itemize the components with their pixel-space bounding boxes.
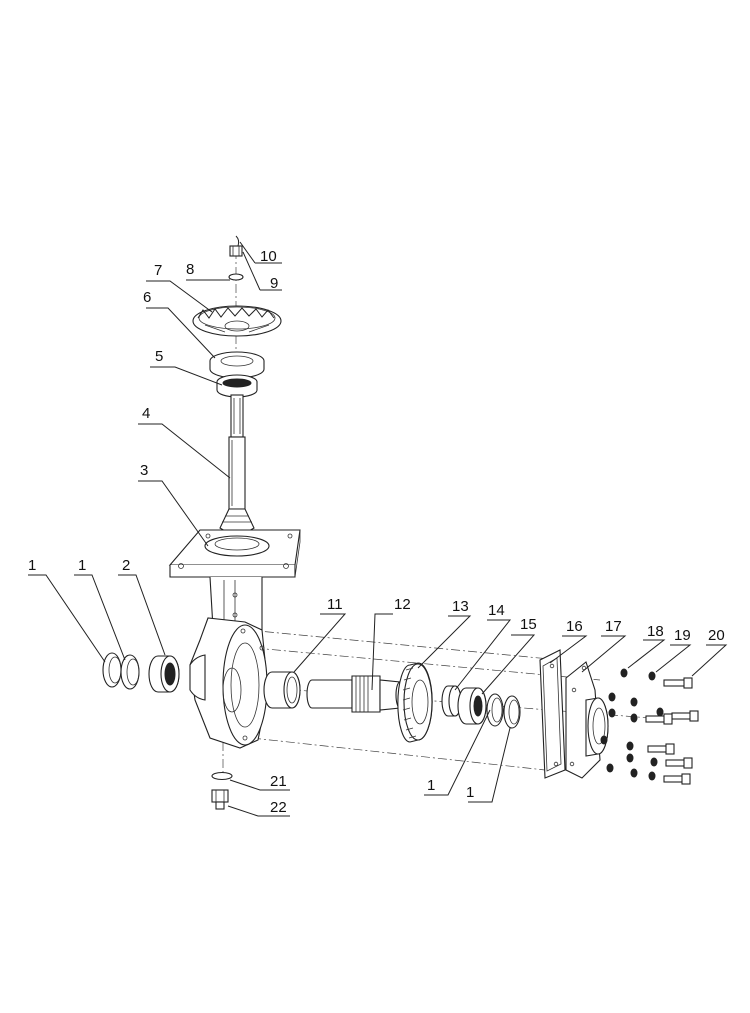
label-10: 10 xyxy=(260,248,277,265)
label-1-left-b: 1 xyxy=(78,557,86,574)
part-1-seal-right-a xyxy=(486,693,504,727)
part-8-washer xyxy=(228,273,244,281)
part-10-split-pin xyxy=(235,235,240,247)
label-22: 22 xyxy=(270,799,287,816)
label-21: 21 xyxy=(270,773,287,790)
label-8: 8 xyxy=(186,261,194,278)
label-1-left-a: 1 xyxy=(28,557,36,574)
part-16-gasket xyxy=(539,649,566,779)
label-1-right-a: 1 xyxy=(427,777,435,794)
part-22-drain-plug xyxy=(211,789,229,810)
label-9: 9 xyxy=(270,275,278,292)
part-1-seal-left-a xyxy=(102,652,122,688)
label-18: 18 xyxy=(647,623,664,640)
label-16: 16 xyxy=(566,618,583,635)
part-15-bearing-right xyxy=(457,687,487,725)
part-13-crown-gear xyxy=(397,662,433,743)
label-20: 20 xyxy=(708,627,725,644)
part-9-castle-nut xyxy=(229,245,243,257)
part-17-end-cover xyxy=(565,661,609,779)
part-6-bearing xyxy=(209,351,265,379)
label-2: 2 xyxy=(122,557,130,574)
part-11-sleeve xyxy=(263,671,301,709)
leader-lines xyxy=(28,241,728,817)
label-12: 12 xyxy=(394,596,411,613)
label-14: 14 xyxy=(488,602,505,619)
part-12-splined-shaft xyxy=(306,675,405,713)
part-labels: 10 9 8 7 6 5 4 3 1 1 2 11 12 13 14 15 16… xyxy=(28,248,725,816)
label-5: 5 xyxy=(155,348,163,365)
label-1-right-b: 1 xyxy=(466,784,474,801)
part-7-bevel-gear xyxy=(192,305,282,337)
label-7: 7 xyxy=(154,262,162,279)
label-4: 4 xyxy=(142,405,150,422)
part-3-gear-housing xyxy=(168,529,301,749)
label-13: 13 xyxy=(452,598,469,615)
parts-18-19-20-bolt-set xyxy=(600,668,699,785)
label-19: 19 xyxy=(674,627,691,644)
part-2-bearing-left xyxy=(148,655,180,693)
part-1-seal-left-b xyxy=(120,654,140,690)
label-3: 3 xyxy=(140,462,148,479)
part-21-o-ring xyxy=(211,771,233,781)
label-17: 17 xyxy=(605,618,622,635)
label-15: 15 xyxy=(520,616,537,633)
label-6: 6 xyxy=(143,289,151,306)
part-4-pinion-shaft xyxy=(219,394,255,539)
label-11: 11 xyxy=(327,596,343,613)
part-5-bearing xyxy=(216,374,258,398)
part-1-seal-right-b xyxy=(503,695,521,729)
